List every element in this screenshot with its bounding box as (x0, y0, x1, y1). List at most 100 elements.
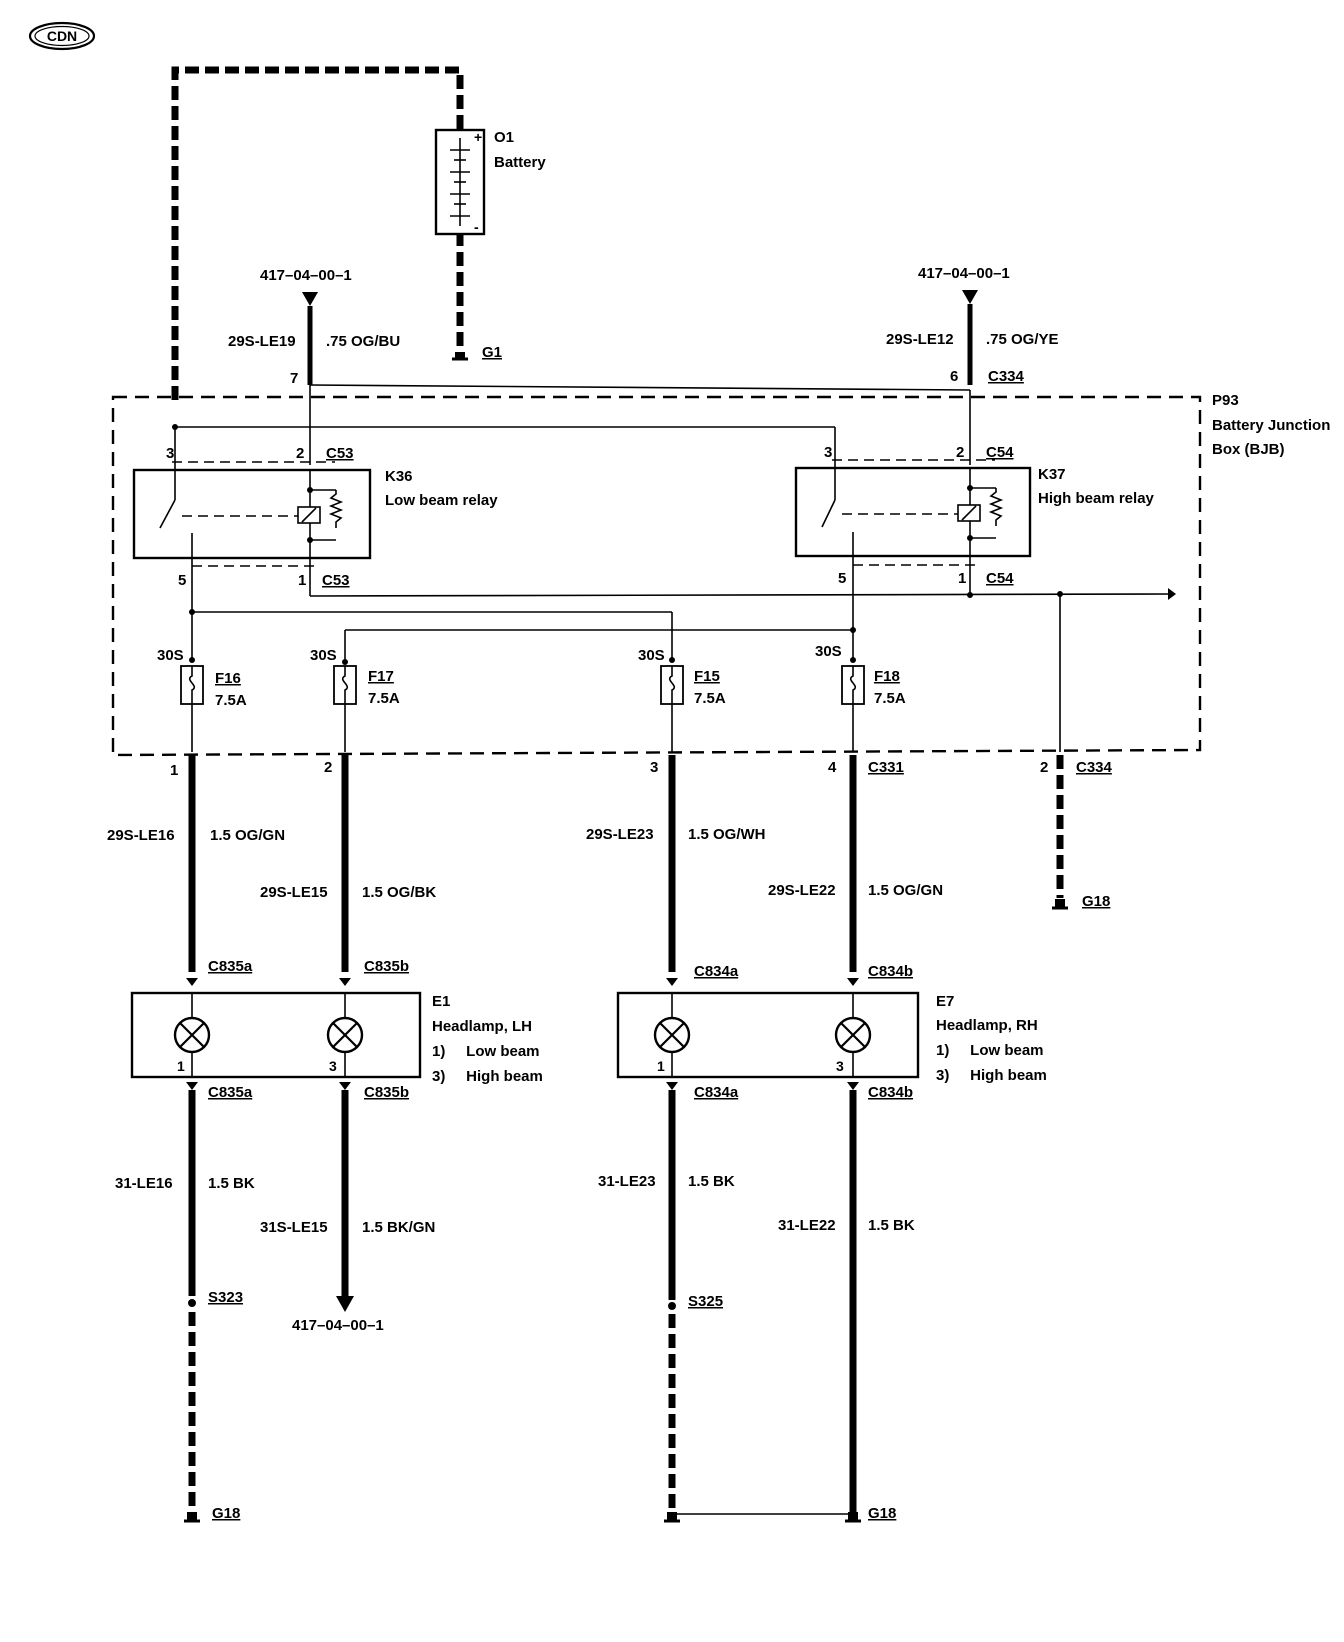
c334-pin-2: 2 (1040, 759, 1048, 776)
wire-le16-circuit: 29S-LE16 (107, 827, 175, 844)
pin-6-c334: 6 (950, 368, 958, 385)
pin-7: 7 (290, 370, 298, 387)
ground-g18-right-symbol (1052, 899, 1068, 910)
relay-k36 (132, 427, 372, 570)
region-badge-text: CDN (47, 28, 77, 44)
e1-pin-3: 3 (329, 1058, 337, 1074)
bus-le19-le12 (309, 384, 971, 391)
fuse-f16-feed: 30S (157, 647, 184, 664)
wire-le23-spec: 1.5 OG/WH (688, 826, 766, 843)
coil-ground-bus (309, 593, 1171, 597)
connector-c54-top: C54 (986, 444, 1014, 461)
c331-pin-2: 2 (324, 759, 332, 776)
k36-pin-1: 1 (298, 572, 306, 589)
wire-le12-spec: .75 OG/YE (986, 331, 1059, 348)
ref-top-right-arrow (962, 290, 978, 304)
wire-g-le15-circuit: 31S-LE15 (260, 1219, 328, 1236)
battery-positive-wire (171, 66, 464, 400)
e7-name: Headlamp, RH (936, 1017, 1038, 1034)
c331-pin-1: 1 (170, 762, 178, 779)
k37-pin-5: 5 (838, 570, 846, 587)
k37-pin-2: 2 (956, 444, 964, 461)
fuse-f17-symbol (333, 659, 357, 752)
relay-k37 (794, 459, 1032, 570)
e7-low-beam: 1) Low beam (936, 1042, 1044, 1059)
wire-g-le22-circuit: 31-LE22 (778, 1217, 836, 1234)
ground-g1-label: G1 (482, 344, 502, 361)
connector-c834a-bottom: C834a (694, 1084, 739, 1101)
fuse-f18-rating: 7.5A (874, 690, 906, 707)
fuse-f16-id: F16 (215, 670, 241, 687)
connector-c834b-top: C834b (868, 963, 913, 980)
svg-text:+: + (474, 129, 482, 145)
fuse-f15-symbol (660, 657, 684, 752)
battery-symbol: + - (434, 128, 486, 236)
wire-le15-spec: 1.5 OG/BK (362, 884, 436, 901)
fuse-f16-rating: 7.5A (215, 692, 247, 709)
fuse-f15-id: F15 (694, 668, 720, 685)
splice-s325-label: S325 (688, 1293, 723, 1310)
connector-c334-top: C334 (988, 368, 1025, 385)
k37-name: High beam relay (1038, 490, 1155, 507)
connector-c835a-bottom: C835a (208, 1084, 253, 1101)
fuse-f18-symbol (841, 657, 865, 752)
e7-pin-3: 3 (836, 1058, 844, 1074)
junction-box-outline (111, 395, 1202, 757)
wire-g-le23-spec: 1.5 BK (688, 1173, 735, 1190)
ground-g18-left-label: G18 (212, 1505, 240, 1522)
junction-box-name-1: Battery Junction (1212, 417, 1330, 434)
e7-id: E7 (936, 993, 954, 1010)
ref-top-right: 417–04–00–1 (918, 265, 1010, 282)
e1-low-beam: 1) Low beam (432, 1043, 540, 1060)
e1-pin-1: 1 (177, 1058, 185, 1074)
connector-c53-bottom: C53 (322, 572, 350, 589)
ground-g18-left-symbol (184, 1512, 200, 1523)
k36-pin-5: 5 (178, 572, 186, 589)
headlamp-lh (130, 978, 422, 1079)
e7-high-beam: 3) High beam (936, 1067, 1047, 1084)
c331-pin-3: 3 (650, 759, 658, 776)
region-badge: CDN (28, 21, 96, 51)
connector-c834b-bottom: C834b (868, 1084, 913, 1101)
ground-g18-rh-label: G18 (868, 1505, 896, 1522)
wire-le22-spec: 1.5 OG/GN (868, 882, 943, 899)
splice-s325-icon (668, 1302, 676, 1310)
k36-name: Low beam relay (385, 492, 498, 509)
fuse-f15-rating: 7.5A (694, 690, 726, 707)
e1-id: E1 (432, 993, 450, 1010)
connector-c53-top: C53 (326, 445, 354, 462)
ground-g18-right-label: G18 (1082, 893, 1110, 910)
connector-c835a-top: C835a (208, 958, 253, 975)
e7-pin-1: 1 (657, 1058, 665, 1074)
wire-g-le23-circuit: 31-LE23 (598, 1173, 656, 1190)
connector-c835b-bottom: C835b (364, 1084, 409, 1101)
connector-c834a-top: C834a (694, 963, 739, 980)
fuse-f17-rating: 7.5A (368, 690, 400, 707)
e1-name: Headlamp, LH (432, 1018, 532, 1035)
ref-top-left-arrow (302, 292, 318, 306)
wire-g-le16-spec: 1.5 BK (208, 1175, 255, 1192)
junction-box-name-2: Box (BJB) (1212, 441, 1285, 458)
wire-g-le22-spec: 1.5 BK (868, 1217, 915, 1234)
k36-pin-3: 3 (166, 445, 174, 462)
ref-bottom-arrow (336, 1296, 354, 1312)
wire-le23-circuit: 29S-LE23 (586, 826, 654, 843)
splice-s323-label: S323 (208, 1289, 243, 1306)
k37-id: K37 (1038, 466, 1066, 483)
wire-g-le15-spec: 1.5 BK/GN (362, 1219, 435, 1236)
wire-le22-circuit: 29S-LE22 (768, 882, 836, 899)
ground-g18-rh-symbol (664, 1512, 861, 1523)
connector-c54-bottom: C54 (986, 570, 1014, 587)
fuse-f18-id: F18 (874, 668, 900, 685)
ground-g1-symbol (452, 352, 468, 361)
wire-g-le16-circuit: 31-LE16 (115, 1175, 173, 1192)
connector-c835b-top: C835b (364, 958, 409, 975)
e1-high-beam: 3) High beam (432, 1068, 543, 1085)
svg-text:-: - (474, 219, 479, 235)
splice-s323-icon (188, 1299, 196, 1307)
fuse-f17-feed: 30S (310, 647, 337, 664)
ref-bottom: 417–04–00–1 (292, 1317, 384, 1334)
headlamp-rh (616, 978, 920, 1079)
ref-top-left: 417–04–00–1 (260, 267, 352, 284)
